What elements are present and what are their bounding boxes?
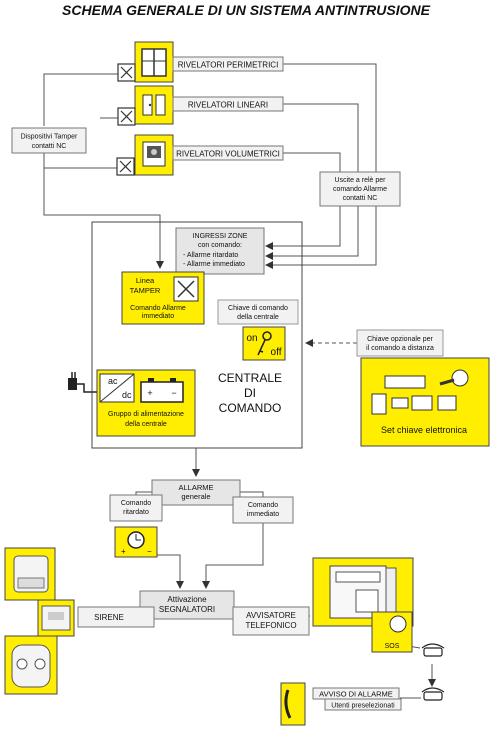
volumetric-sensor-icon bbox=[142, 141, 166, 167]
svg-text:+: + bbox=[147, 388, 152, 398]
ingressi-zone-box: INGRESSI ZONE con comando: - Allarme rit… bbox=[175, 227, 265, 275]
plug-icon bbox=[68, 372, 77, 390]
linea-tamper-line1: Linea bbox=[136, 276, 155, 285]
ingressi-line4: - Allarme immediato bbox=[183, 261, 245, 268]
avvisatore-line2: TELEFONICO bbox=[245, 621, 296, 630]
svg-text:+: + bbox=[121, 547, 126, 556]
centrale-line2: DI bbox=[244, 386, 256, 400]
detector-volumetrici-label: RIVELATORI VOLUMETRICI bbox=[176, 150, 280, 159]
allarme-line1: ALLARME bbox=[178, 483, 213, 492]
allarme-line2: generale bbox=[181, 492, 210, 501]
ingressi-line1: INGRESSI ZONE bbox=[193, 233, 248, 240]
centrale-label: CENTRALE DI COMANDO bbox=[218, 371, 282, 415]
detector-lineari-label: RIVELATORI LINEARI bbox=[188, 101, 268, 110]
handset-icon bbox=[284, 689, 292, 719]
alimentazione-line2: della centrale bbox=[125, 421, 167, 428]
window-icon bbox=[141, 48, 167, 77]
door-icon bbox=[142, 94, 166, 116]
key-icon bbox=[257, 331, 272, 356]
siren-icon bbox=[4, 547, 75, 695]
segnalatori-box: Attivazione SEGNALATORI bbox=[139, 590, 235, 620]
chiave-opzionale-box: Chiave opzionale per il comando a distan… bbox=[356, 329, 444, 357]
dc-label: dc bbox=[122, 390, 132, 400]
set-chiave-label: Set chiave elettronica bbox=[381, 425, 467, 435]
immediato-box: Comando immediato bbox=[232, 496, 294, 524]
linea-tamper-line3: Comando Allarme bbox=[130, 305, 186, 312]
tamper-devices-box: Dispositivi Tamper contatti NC bbox=[11, 127, 87, 154]
chiave-opz-line2: il comando a distanza bbox=[366, 345, 434, 352]
central-unit-frame bbox=[91, 221, 303, 449]
set-chiave-box: Set chiave elettronica bbox=[360, 357, 490, 447]
tamper-line1: Dispositivi Tamper bbox=[21, 134, 78, 141]
ingressi-line3: - Allarme ritardato bbox=[183, 252, 238, 259]
centrale-line1: CENTRALE bbox=[218, 371, 282, 385]
chiave-opz-line1: Chiave opzionale per bbox=[367, 336, 433, 343]
ritardato-box: Comando ritardato bbox=[109, 494, 163, 522]
ingressi-line2: con comando: bbox=[198, 242, 242, 249]
sirene-label: SIRENE bbox=[94, 613, 124, 622]
immediato-line2: immediato bbox=[247, 511, 279, 518]
detector-perimetrici-label: RIVELATORI PERIMETRICI bbox=[178, 61, 279, 70]
detector-volumetrici: RIVELATORI VOLUMETRICI bbox=[134, 134, 284, 176]
sirene-box: SIRENE bbox=[77, 606, 155, 628]
ac-label: ac bbox=[108, 376, 118, 386]
phone-icon bbox=[421, 643, 445, 701]
battery-icon: + − bbox=[140, 378, 184, 403]
alimentazione-box: ac dc + − Gruppo di alimentazione della … bbox=[96, 369, 196, 437]
alimentazione-line1: Gruppo di alimentazione bbox=[108, 411, 184, 418]
svg-text:−: − bbox=[171, 388, 176, 398]
linea-tamper-box: Linea TAMPER Comando Allarme immediato bbox=[121, 271, 205, 325]
contact-switch-icon bbox=[173, 276, 199, 302]
linea-tamper-line2: TAMPER bbox=[130, 286, 161, 295]
diagram-title: SCHEMA GENERALE DI UN SISTEMA ANTINTRUSI… bbox=[62, 2, 431, 18]
centrale-line3: COMANDO bbox=[219, 401, 282, 415]
circuit-board-icon bbox=[371, 369, 469, 415]
dialer-icon: SOS bbox=[312, 557, 414, 653]
avviso-line1: AVVISO DI ALLARME bbox=[319, 690, 393, 699]
key-off-label: off bbox=[271, 347, 282, 358]
svg-text:−: − bbox=[147, 547, 152, 556]
immediato-line1: Comando bbox=[248, 502, 278, 509]
uscite-line1: Uscite a relè per bbox=[335, 177, 387, 184]
ritardato-line1: Comando bbox=[121, 500, 151, 507]
avvisatore-line1: AVVISATORE bbox=[246, 611, 296, 620]
relay-outputs-box: Uscite a relè per comando Allarme contat… bbox=[319, 171, 401, 207]
handset-box bbox=[280, 682, 306, 726]
segnalatori-line2: SEGNALATORI bbox=[159, 605, 215, 614]
tamper-line2: contatti NC bbox=[32, 143, 67, 150]
key-on-label: on bbox=[246, 333, 257, 344]
avviso-box: AVVISO DI ALLARME Utenti preselezionati bbox=[312, 687, 402, 711]
uscite-line3: contatti NC bbox=[343, 195, 378, 202]
detector-perimetrici: RIVELATORI PERIMETRICI bbox=[134, 41, 284, 83]
detector-lineari: RIVELATORI LINEARI bbox=[134, 85, 284, 125]
chiave-line2: della centrale bbox=[237, 314, 279, 321]
timer-icon: + − bbox=[121, 531, 152, 556]
sos-label: SOS bbox=[385, 643, 400, 650]
contact-switch-icon bbox=[116, 63, 136, 176]
segnalatori-line1: Attivazione bbox=[167, 595, 207, 604]
linea-tamper-line4: immediato bbox=[142, 313, 174, 320]
uscite-line2: comando Allarme bbox=[333, 186, 387, 193]
ritardato-line2: ritardato bbox=[123, 509, 149, 516]
key-switch: on off bbox=[242, 326, 286, 361]
allarme-box: ALLARME generale bbox=[151, 479, 241, 506]
avviso-line2: Utenti preselezionati bbox=[331, 703, 395, 710]
chiave-line1: Chiave di comando bbox=[228, 305, 288, 312]
chiave-comando-label: Chiave di comando della centrale bbox=[217, 299, 299, 325]
timer-box: + − bbox=[114, 526, 158, 558]
avvisatore-box: AVVISATORE TELEFONICO bbox=[232, 606, 310, 636]
